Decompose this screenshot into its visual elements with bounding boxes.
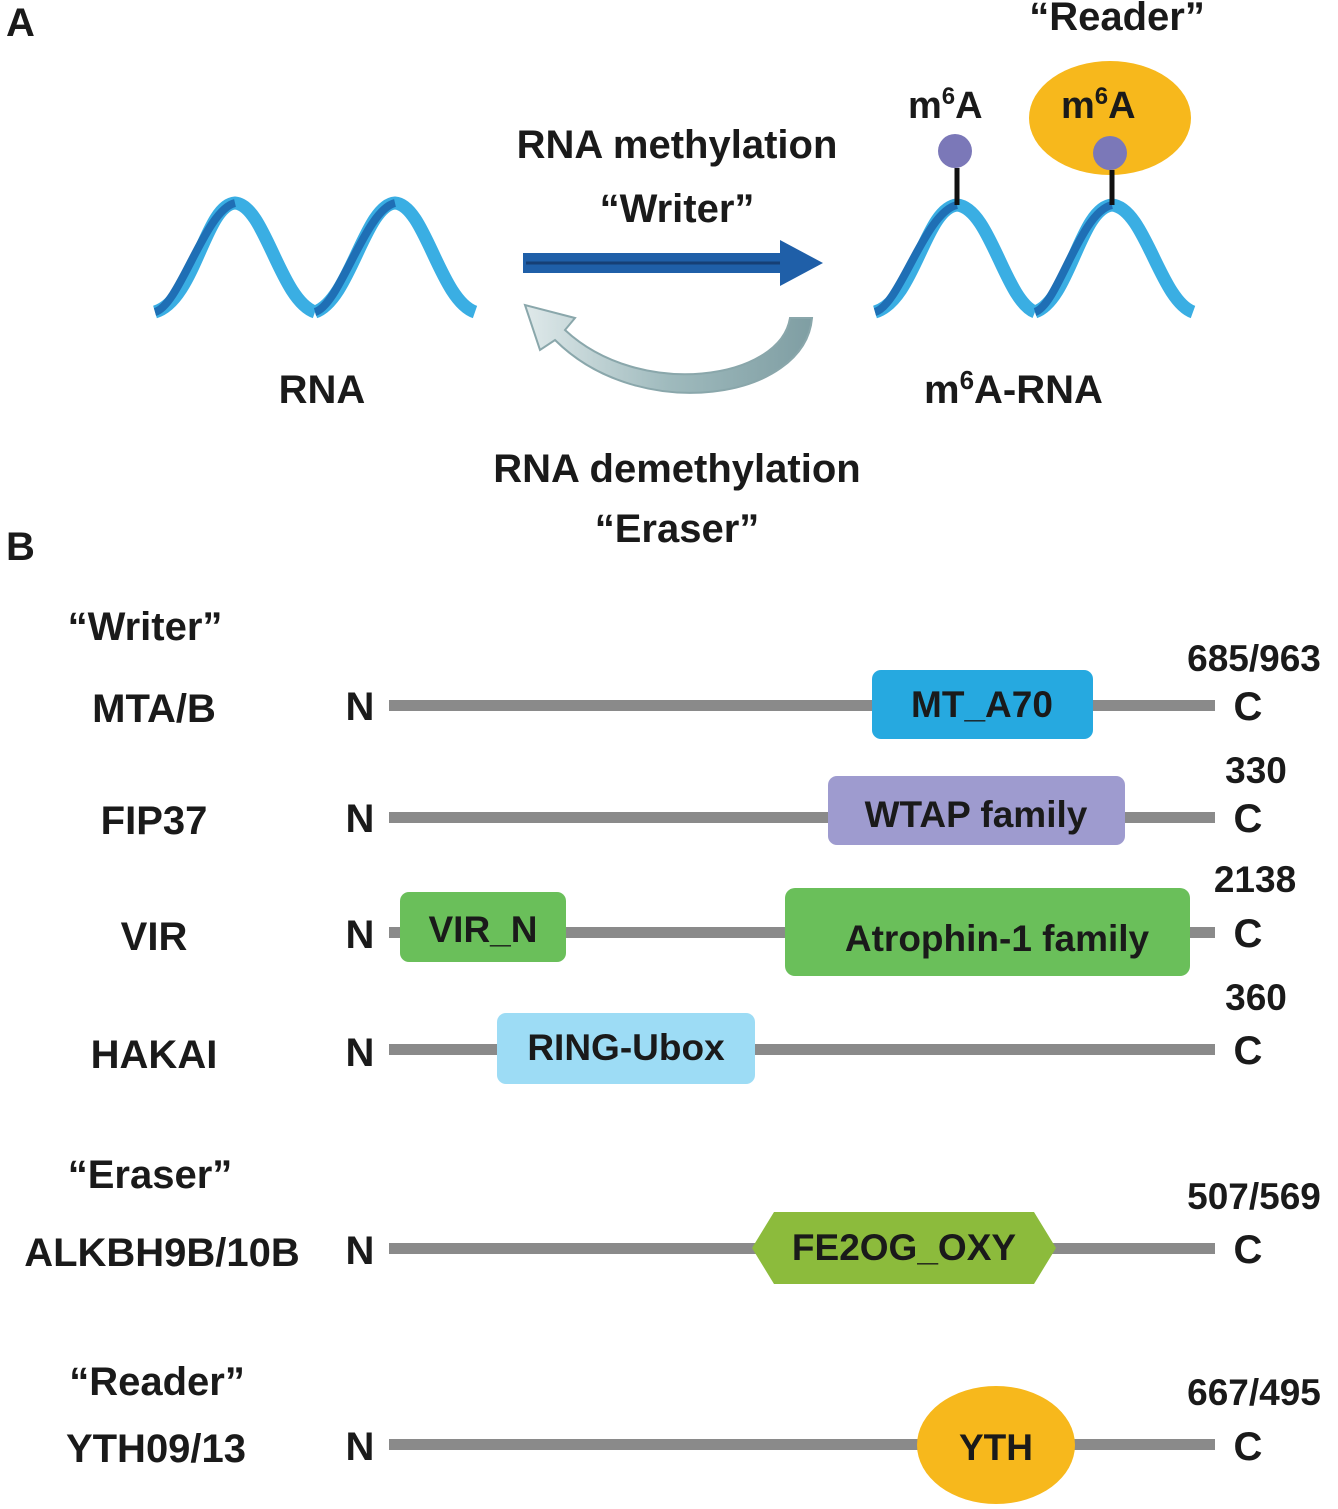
protein-backbone: [389, 1439, 1215, 1450]
domain-label: RING-Ubox: [527, 1027, 725, 1068]
protein-name: MTA/B: [92, 687, 216, 731]
rna-label: RNA: [279, 368, 366, 412]
n-terminus-label: N: [346, 1229, 375, 1273]
protein-length: 507/569: [1187, 1176, 1321, 1217]
rna-wave-strand-dark: [313, 199, 397, 316]
eraser-group-label: “Eraser”: [68, 1153, 233, 1197]
protein-length: 2138: [1214, 859, 1296, 900]
protein-name: VIR: [121, 915, 188, 959]
protein-backbone: [389, 700, 1215, 711]
reader-group-label: “Reader”: [69, 1360, 245, 1404]
protein-name: ALKBH9B/10B: [24, 1231, 300, 1275]
m6a-dot: [938, 134, 972, 168]
n-terminus-label: N: [346, 685, 375, 729]
n-terminus-label: N: [346, 1031, 375, 1075]
protein-row-vir: VIR N VIR_N Atrophin-1 family C 2138: [121, 859, 1296, 976]
protein-row-alkbh9b-10b: ALKBH9B/10B N FE2OG_OXY C 507/569: [24, 1176, 1321, 1284]
domain-mt-a70: [872, 670, 1093, 739]
protein-name: HAKAI: [91, 1033, 218, 1077]
protein-name: FIP37: [101, 799, 208, 843]
panel-a-label: A: [6, 1, 35, 45]
domain-label: FE2OG_OXY: [792, 1227, 1016, 1268]
domain-vir-n: [400, 892, 566, 962]
protein-backbone: [389, 1044, 1215, 1055]
c-terminus-label: C: [1234, 1228, 1263, 1272]
domain-label: MT_A70: [911, 684, 1053, 725]
protein-row-hakai: HAKAI N RING-Ubox C 360: [91, 977, 1287, 1084]
protein-backbone: [389, 812, 1215, 823]
c-terminus-label: C: [1234, 1029, 1263, 1073]
domain-label: Atrophin-1 family: [845, 918, 1150, 959]
demethylation-arrow: [523, 303, 814, 394]
methylation-arrow: [523, 240, 823, 286]
n-terminus-label: N: [346, 1425, 375, 1469]
n-terminus-label: N: [346, 913, 375, 957]
rna-wave-strand-dark: [153, 199, 237, 316]
domain-wtap-family: [828, 776, 1125, 845]
reader-label-a: “Reader”: [1029, 0, 1205, 39]
c-terminus-label: C: [1234, 1425, 1263, 1469]
rna-wave-strand-light: [152, 196, 318, 319]
m6a-dot: [1093, 136, 1127, 170]
protein-row-yth09-13: YTH09/13 N YTH C 667/495: [66, 1372, 1321, 1504]
domain-label: YTH: [959, 1427, 1033, 1468]
reader-protein-blob: [1029, 61, 1191, 175]
m6a-label-left: m6A: [908, 83, 983, 127]
c-terminus-label: C: [1234, 685, 1263, 729]
methylation-label: RNA methylation: [517, 123, 838, 167]
protein-row-fip37: FIP37 N WTAP family C 330: [101, 750, 1287, 845]
c-terminus-label: C: [1234, 912, 1263, 956]
protein-length: 685/963: [1187, 638, 1321, 679]
protein-row-mta-b: MTA/B N MT_A70 C 685/963: [92, 638, 1321, 739]
domain-yth: [917, 1386, 1075, 1504]
domain-fe2og-oxy: [752, 1212, 1056, 1284]
domain-label: WTAP family: [865, 794, 1088, 835]
rna-wave-strand-light: [312, 196, 478, 319]
domain-atrophin-1-family: [785, 888, 1190, 976]
n-terminus-label: N: [346, 797, 375, 841]
domain-label: VIR_N: [429, 909, 538, 950]
demethylation-label: RNA demethylation: [493, 447, 860, 491]
m6a-label-right: m6A: [1061, 83, 1136, 127]
protein-length: 667/495: [1187, 1372, 1321, 1413]
domain-ring-ubox: [497, 1013, 755, 1084]
panel-b-label: B: [6, 525, 35, 569]
protein-length: 330: [1225, 750, 1287, 791]
m6a-rna-wave: [872, 198, 1197, 319]
writer-label-a: “Writer”: [600, 187, 755, 231]
writer-group-label: “Writer”: [68, 605, 223, 649]
eraser-label-a: “Eraser”: [595, 507, 760, 551]
rna-wave: [152, 196, 478, 319]
protein-length: 360: [1225, 977, 1287, 1018]
m6a-rna-label: m6A-RNA: [924, 365, 1103, 412]
c-terminus-label: C: [1234, 797, 1263, 841]
protein-name: YTH09/13: [66, 1427, 246, 1471]
